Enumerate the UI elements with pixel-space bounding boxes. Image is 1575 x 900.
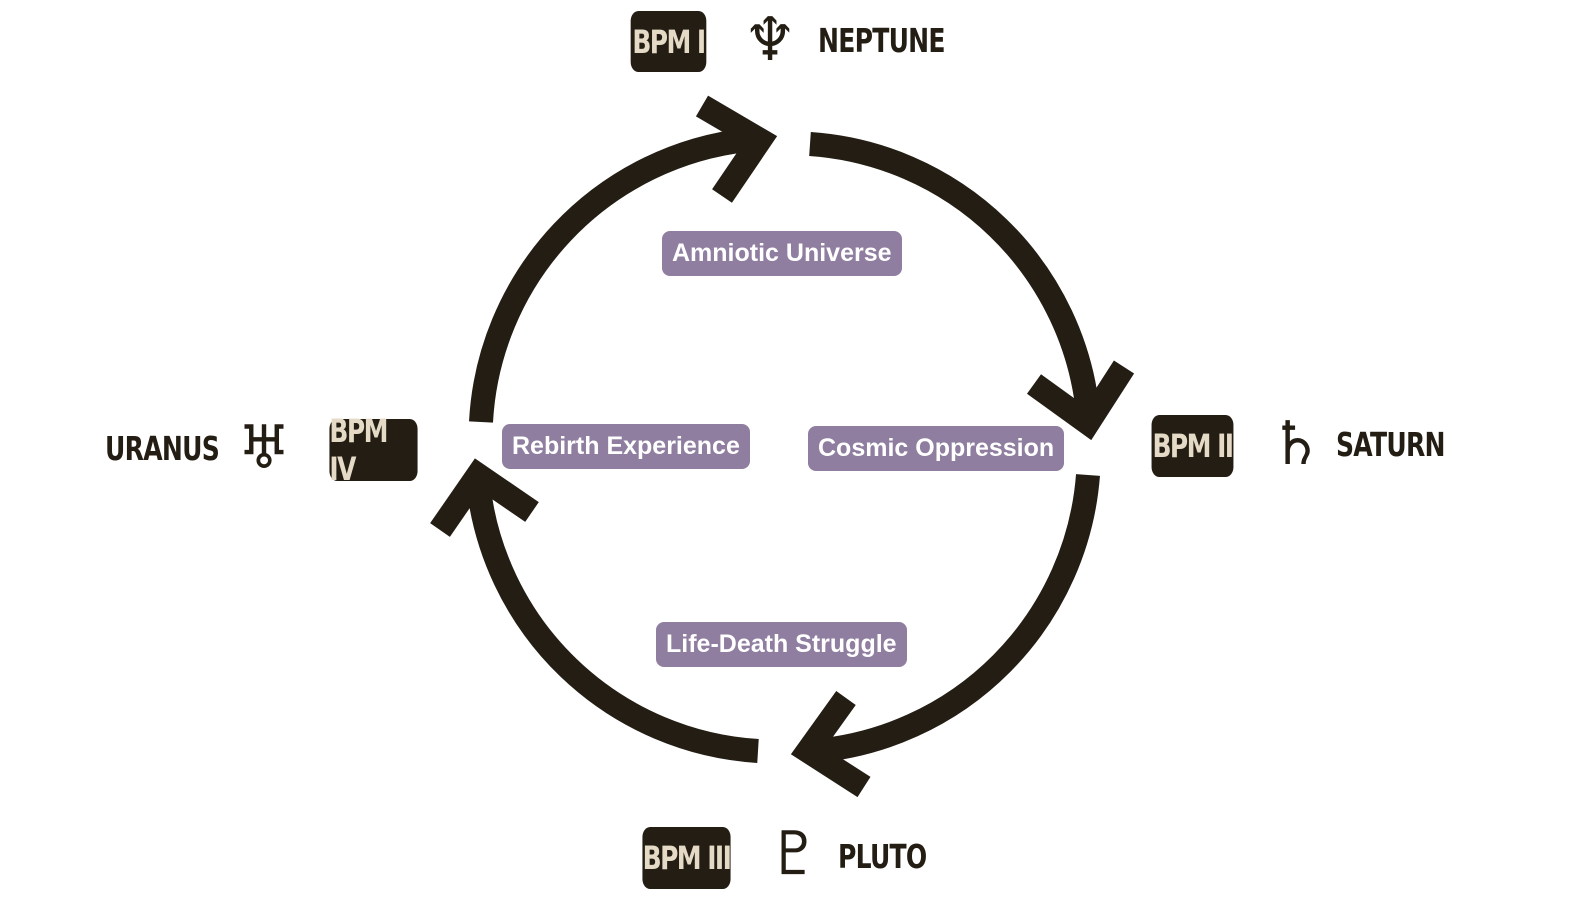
- arrowhead-to-bpm3: [790, 691, 871, 798]
- planet-name-uranus: URANUS: [105, 429, 220, 468]
- neptune-symbol-icon: ♆: [743, 5, 797, 75]
- badge-bpm-1: BPM I: [630, 11, 707, 72]
- stage-label-life-death-struggle: Life-Death Struggle: [656, 622, 907, 667]
- arc-bpm3-to-bpm4: [466, 480, 759, 763]
- badge-bpm-2: BPM II: [1151, 415, 1234, 477]
- badge-bpm-3: BPM III: [642, 827, 732, 889]
- arc-bpm4-to-bpm1: [469, 128, 749, 423]
- pluto-symbol-icon: ♇: [767, 819, 821, 889]
- arc-bpm2-to-bpm3: [812, 474, 1100, 763]
- uranus-symbol-icon: ♅: [237, 413, 291, 483]
- arc-bpm1-to-bpm2: [809, 132, 1100, 415]
- stage-label-cosmic-oppression: Cosmic Oppression: [808, 426, 1065, 471]
- arrowhead-to-bpm2: [1026, 360, 1135, 441]
- stage-label-rebirth-experience: Rebirth Experience: [502, 424, 750, 469]
- saturn-symbol-icon: ♄: [1269, 409, 1323, 479]
- badge-bpm-4: BPM IV: [329, 412, 418, 488]
- planet-name-pluto: PLUTO: [838, 837, 927, 876]
- planet-name-saturn: SATURN: [1336, 425, 1446, 464]
- arrowhead-to-bpm4: [430, 458, 539, 537]
- planet-name-neptune: NEPTUNE: [818, 21, 946, 60]
- arrowhead-to-bpm1: [695, 95, 778, 203]
- stage-label-amniotic-universe: Amniotic Universe: [662, 231, 902, 276]
